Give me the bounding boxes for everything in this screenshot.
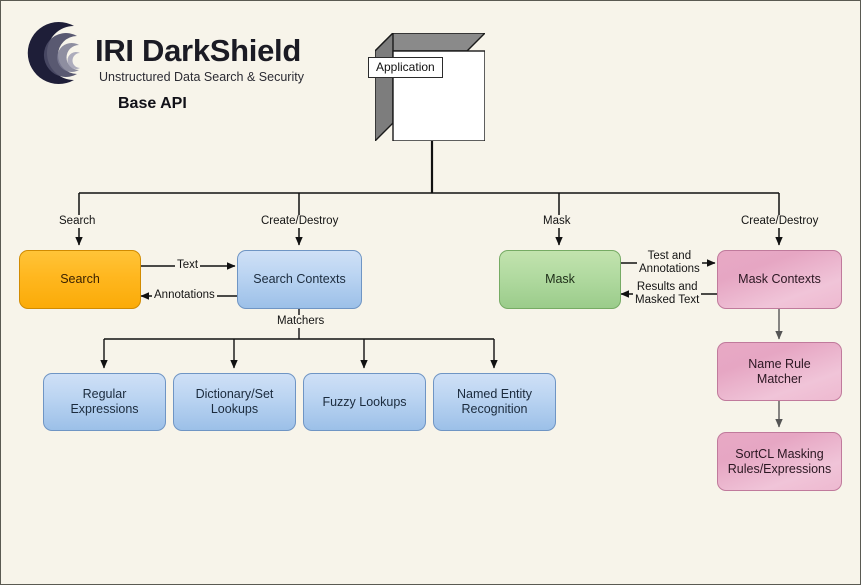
edge-label-masked-text: Masked Text [635, 294, 700, 306]
edge-label-create-destroy-left: Create/Destroy [259, 215, 341, 228]
node-search-contexts-label: Search Contexts [253, 272, 346, 286]
node-mask-contexts-label: Mask Contexts [738, 272, 821, 286]
node-sortcl-masking-rules[interactable]: SortCL Masking Rules/Expressions [717, 432, 842, 491]
node-name-rule-matcher[interactable]: Name Rule Matcher [717, 342, 842, 401]
brand-tagline: Unstructured Data Search & Security [99, 70, 304, 84]
edge-label-create-destroy-right: Create/Destroy [739, 215, 821, 228]
ner-line-1: Named Entity [456, 387, 533, 401]
node-fuzzy-lookups-label: Fuzzy Lookups [322, 394, 407, 409]
node-named-entity-recognition[interactable]: Named Entity Recognition [433, 373, 556, 431]
edge-label-annotations2: Annotations [639, 263, 700, 275]
edge-label-test-and-annotations: Test and Annotations [637, 250, 702, 276]
edge-label-matchers: Matchers [275, 315, 327, 328]
node-name-rule-matcher-label: Name Rule Matcher [748, 356, 811, 386]
crescent-swirl-logo-icon [17, 17, 89, 89]
node-sortcl-masking-rules-label: SortCL Masking Rules/Expressions [728, 447, 832, 477]
dictionary-line-2: Lookups [210, 402, 259, 416]
edge-label-text: Text [175, 259, 201, 272]
sortcl-line-2: Rules/Expressions [727, 461, 832, 476]
edge-label-search: Search [57, 215, 98, 228]
branding-block: IRI DarkShield Unstructured Data Search … [15, 13, 335, 112]
node-dictionary-set-lookups[interactable]: Dictionary/Set Lookups [173, 373, 296, 431]
edge-label-mask: Mask [541, 215, 573, 228]
application-node[interactable]: Application [368, 31, 487, 143]
node-mask-contexts[interactable]: Mask Contexts [717, 250, 842, 309]
edge-label-results-and-masked-text: Results and Masked Text [633, 281, 702, 307]
ner-line-2: Recognition [461, 402, 528, 416]
node-mask-label: Mask [545, 272, 575, 286]
sortcl-line-1: SortCL Masking [735, 446, 824, 461]
edge-label-annotations: Annotations [152, 289, 217, 302]
edge-contexts-to-matchers [100, 309, 498, 369]
node-regular-expressions[interactable]: Regular Expressions [43, 373, 166, 431]
node-regular-expressions-label: Regular Expressions [70, 387, 139, 416]
application-label: Application [368, 57, 443, 78]
brand-subtitle: Base API [118, 95, 187, 112]
brand-title: IRI DarkShield [95, 33, 301, 68]
dictionary-line-1: Dictionary/Set [195, 387, 274, 401]
node-dictionary-set-lookups-label: Dictionary/Set Lookups [196, 387, 274, 417]
node-named-entity-recognition-label: Named Entity Recognition [457, 387, 532, 417]
edge-label-test-and: Test and [647, 250, 692, 262]
node-mask[interactable]: Mask [499, 250, 621, 309]
node-search[interactable]: Search [19, 250, 141, 309]
node-fuzzy-lookups[interactable]: Fuzzy Lookups [303, 373, 426, 431]
edge-label-results-and: Results and [636, 281, 698, 293]
node-search-label: Search [60, 272, 100, 286]
node-search-contexts[interactable]: Search Contexts [237, 250, 362, 309]
